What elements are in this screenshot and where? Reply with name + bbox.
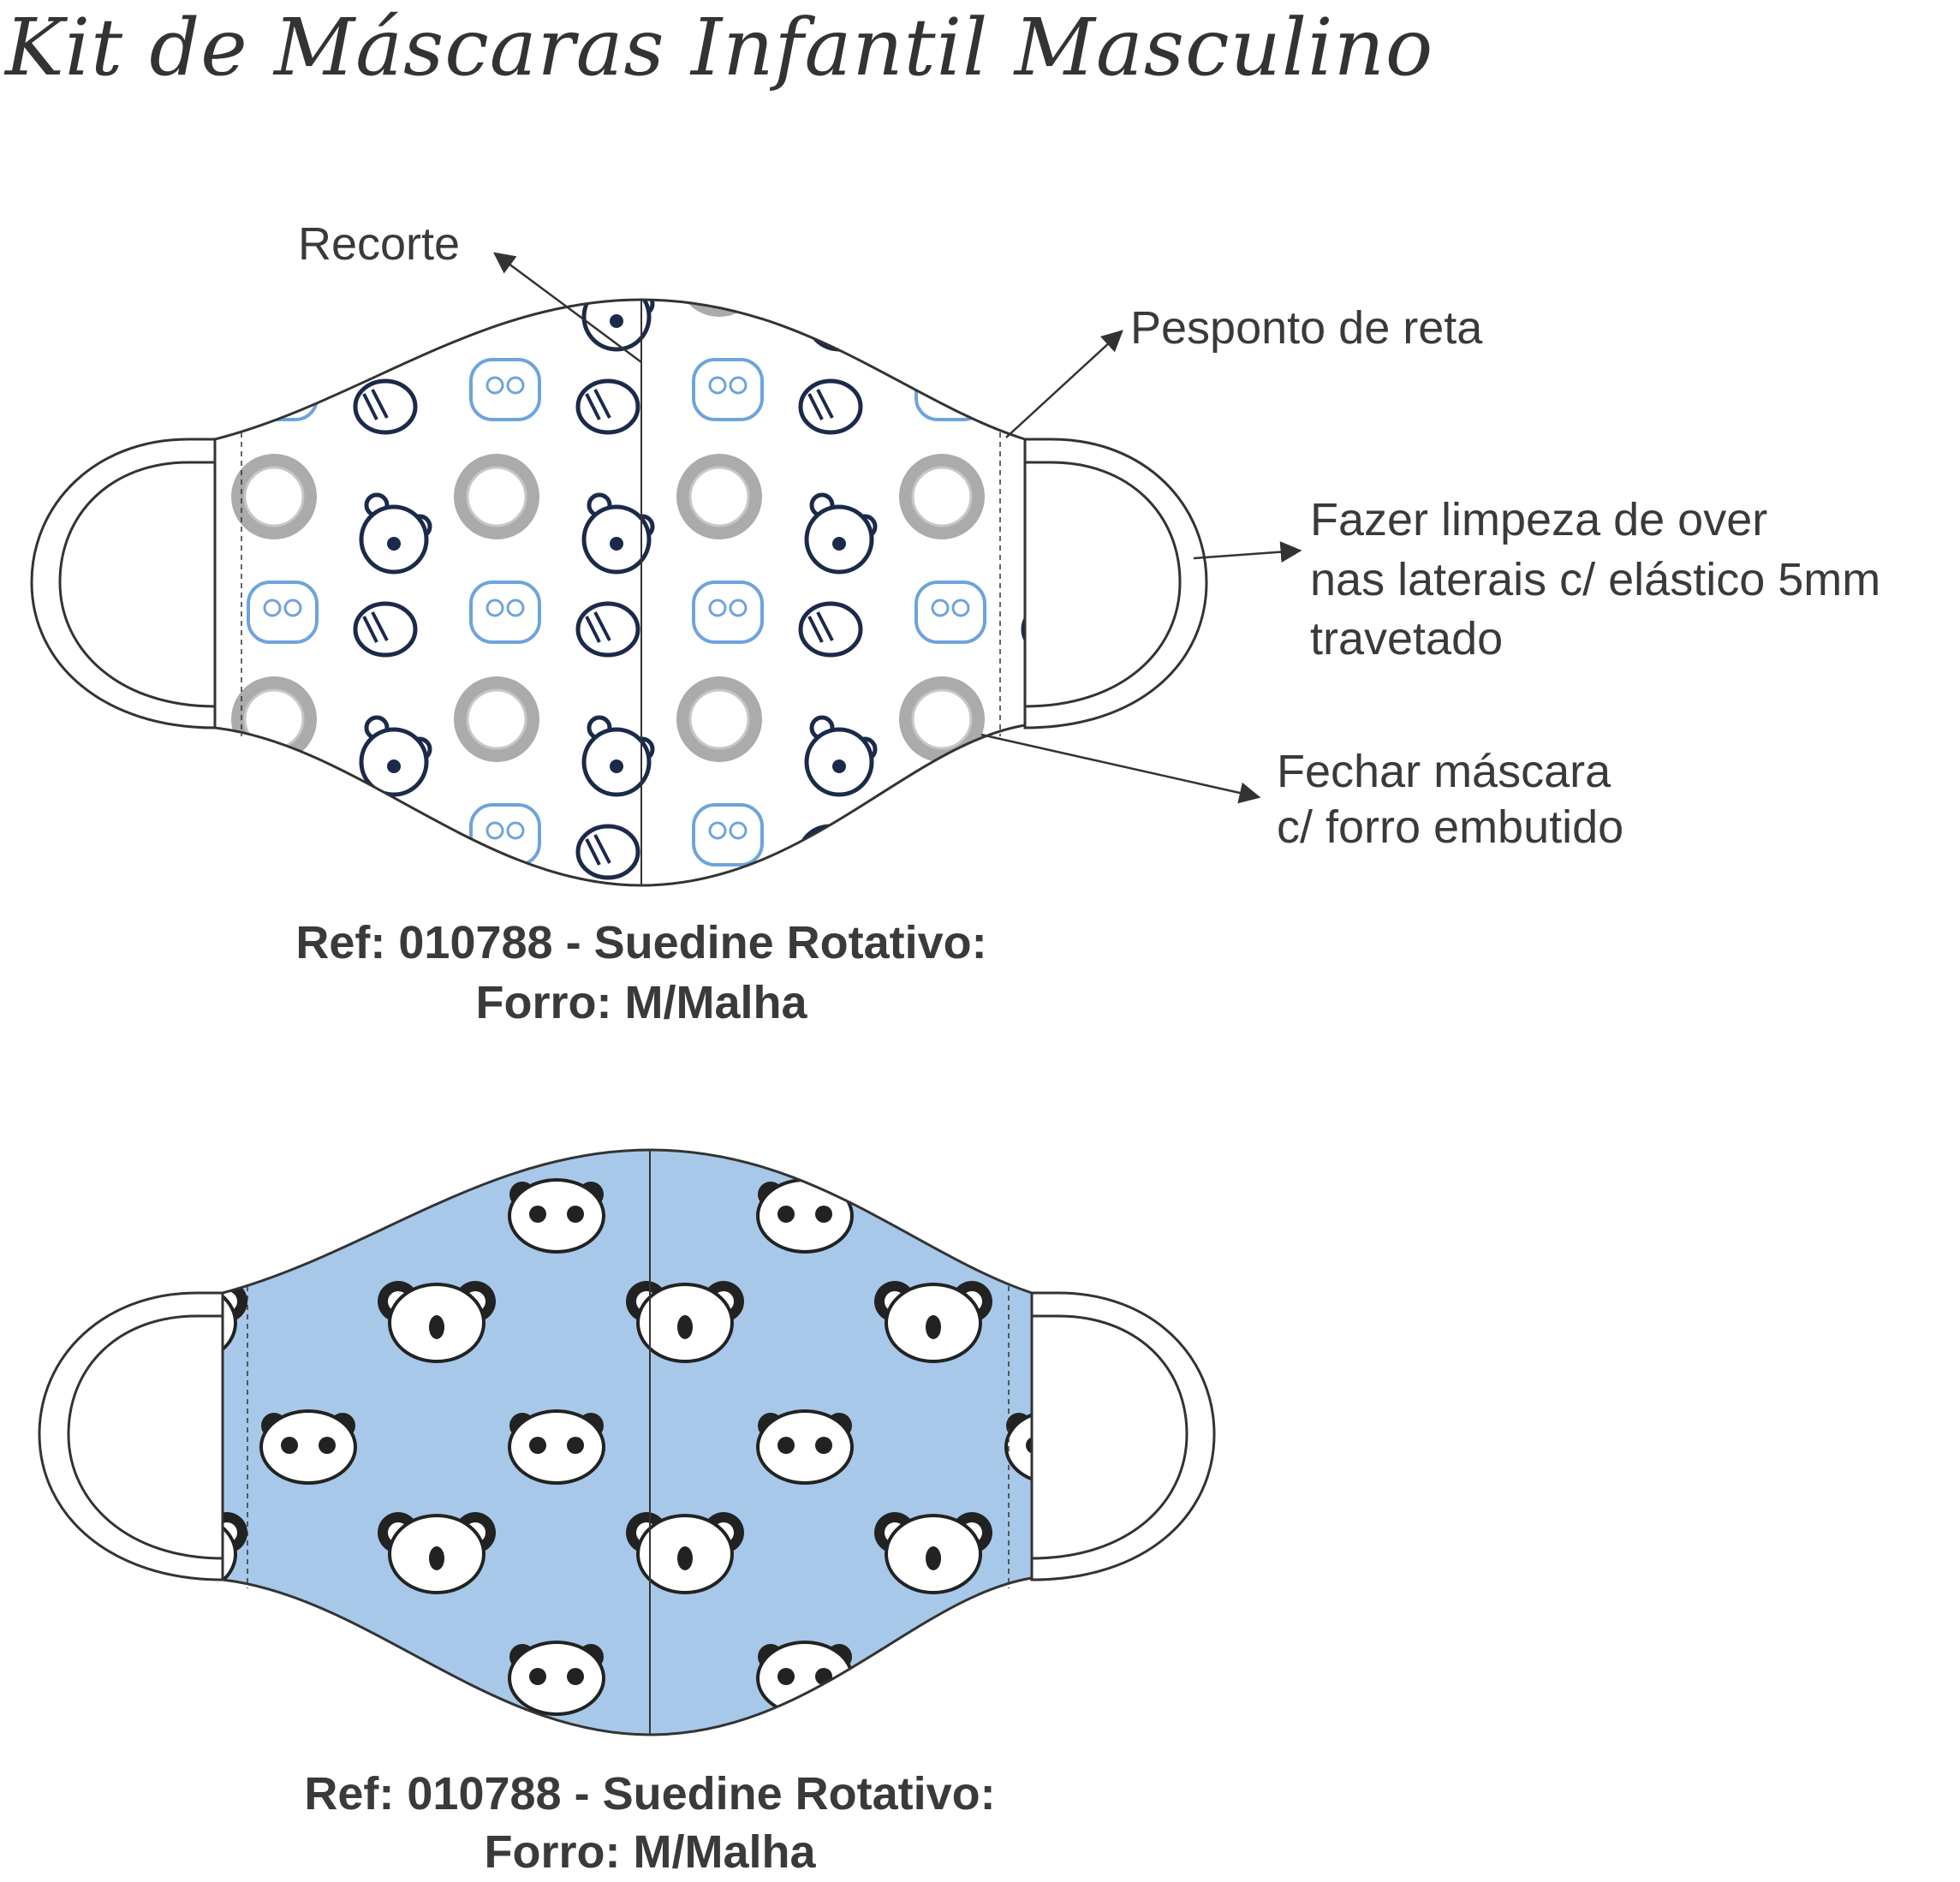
mask-1-ref-line1: Ref: 010788 - Suedine Rotativo:	[295, 917, 987, 968]
label-fechar-line1: Fechar máscara	[1277, 746, 1611, 797]
right-elastic-strap	[1023, 438, 1208, 730]
arrow-pesponto	[1005, 330, 1123, 438]
arrow-recorte	[492, 252, 642, 364]
arrow-fechar	[980, 733, 1261, 804]
label-pesponto: Pesponto de reta	[1130, 302, 1483, 354]
page-title: Kit de Máscaras Infantil Masculino	[5, 2, 1434, 93]
label-limpeza-line2: nas laterais c/ elástico 5mm	[1310, 554, 1881, 605]
mask-1-ref-line2: Forro: M/Malha	[475, 977, 807, 1028]
left-elastic-strap	[38, 1291, 224, 1581]
label-limpeza-line1: Fazer limpeza de over	[1310, 494, 1768, 545]
mask-body	[213, 298, 1027, 887]
mask-body	[221, 1148, 1034, 1736]
arrow-limpeza	[1193, 541, 1302, 563]
right-elastic-strap	[1030, 1291, 1216, 1581]
left-elastic-strap	[30, 438, 217, 730]
label-limpeza-line3: travetado	[1310, 613, 1504, 664]
mask-1	[30, 298, 1208, 887]
mask-2	[38, 1148, 1216, 1736]
label-fechar-line2: c/ forro embutido	[1277, 801, 1624, 853]
mask-2-ref-line1: Ref: 010788 - Suedine Rotativo:	[304, 1768, 996, 1819]
label-recorte: Recorte	[298, 218, 461, 270]
mask-2-ref-line2: Forro: M/Malha	[484, 1826, 816, 1878]
